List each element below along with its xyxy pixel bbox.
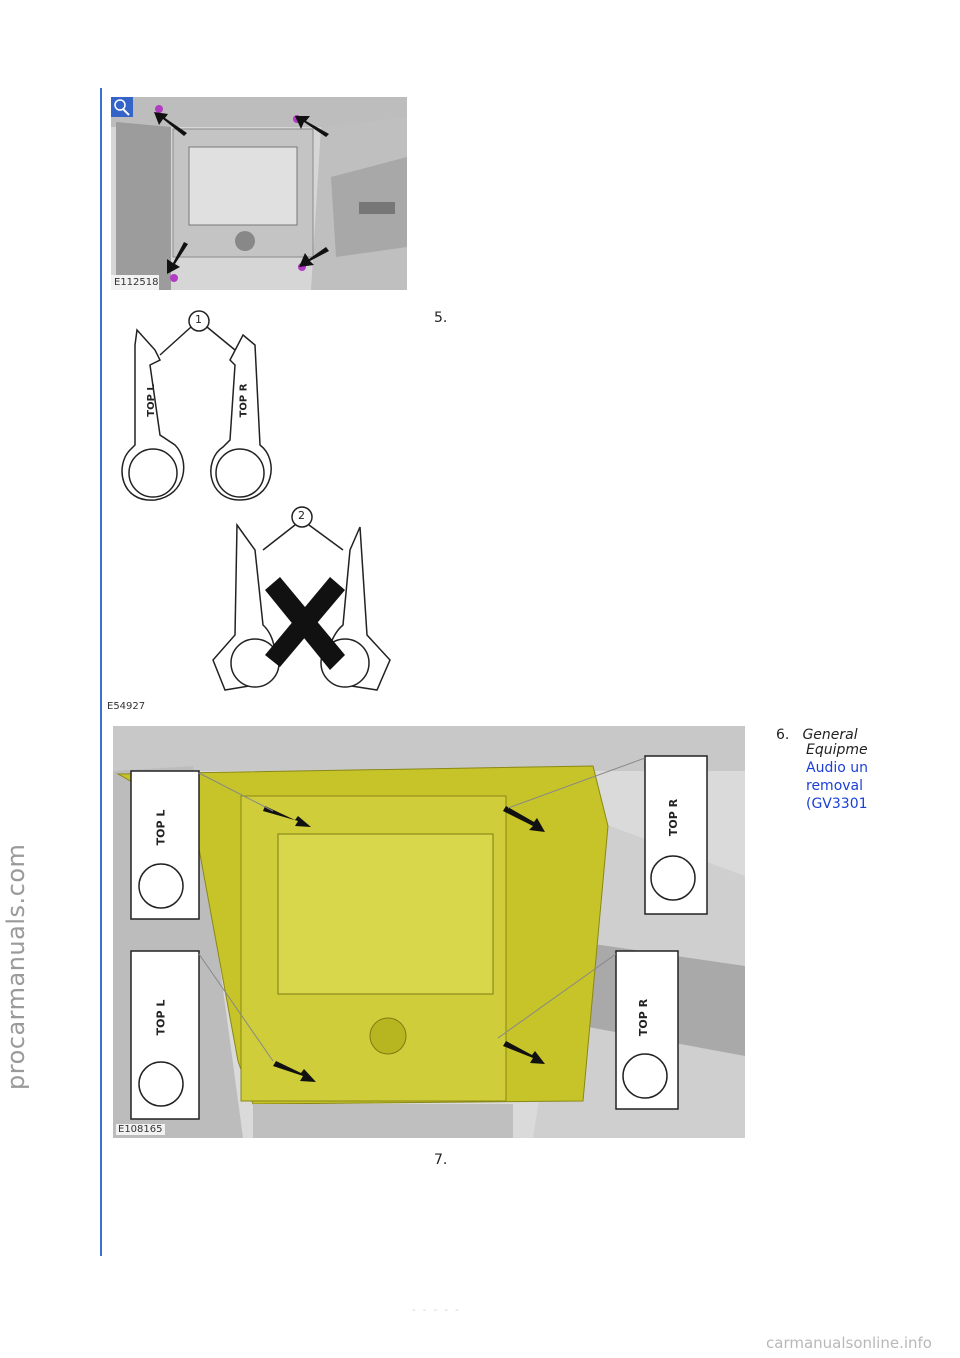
inset-top-l-upper: TOP L: [154, 809, 168, 846]
figure-3-label: E108165: [116, 1124, 165, 1135]
step-6-link-line2[interactable]: removal: [806, 778, 864, 794]
step-6-link-line3[interactable]: (GV3301: [806, 796, 868, 812]
left-margin-rule: [100, 88, 102, 1256]
figure-audio-unit-bezel: E112518: [111, 97, 407, 290]
tool-top-l-label: TOP L: [145, 384, 157, 417]
figure-2-label: E54927: [107, 701, 146, 712]
inset-top-l-lower: TOP L: [154, 999, 168, 1036]
figure-bezel-tool-insertion: TOP L TOP R TOP L TOP R E108165: [113, 726, 745, 1138]
figure-removal-tools: 1 2 TOP L TOP R E54927: [105, 305, 405, 715]
figure-removal-tools-drawing: [121, 310, 391, 691]
step-7-number: 7.: [434, 1152, 448, 1168]
callout-2: 2: [298, 509, 305, 522]
inset-top-r-lower: TOP R: [637, 998, 651, 1037]
step-6-line2: Equipme: [806, 742, 868, 758]
figure-audio-unit-bezel-drawing: [111, 97, 407, 290]
bottom-watermark: carmanualsonline.info: [766, 1334, 932, 1352]
figure-bezel-tool-insertion-drawing: [113, 726, 745, 1138]
step-6: 6. General: [776, 724, 886, 743]
page-footer: - - - - -: [412, 1305, 461, 1316]
step-6-line1: General: [802, 727, 858, 743]
step-5-number: 5.: [434, 310, 448, 326]
side-watermark-text: procarmanuals.com: [2, 843, 30, 1090]
inset-top-r-upper: TOP R: [667, 798, 681, 837]
tool-top-r-label: TOP R: [238, 383, 250, 418]
step-6-link-line1[interactable]: Audio un: [806, 760, 868, 776]
callout-1: 1: [195, 313, 202, 326]
step-6-number: 6.: [776, 727, 790, 743]
figure-1-label: E112518: [114, 277, 159, 288]
